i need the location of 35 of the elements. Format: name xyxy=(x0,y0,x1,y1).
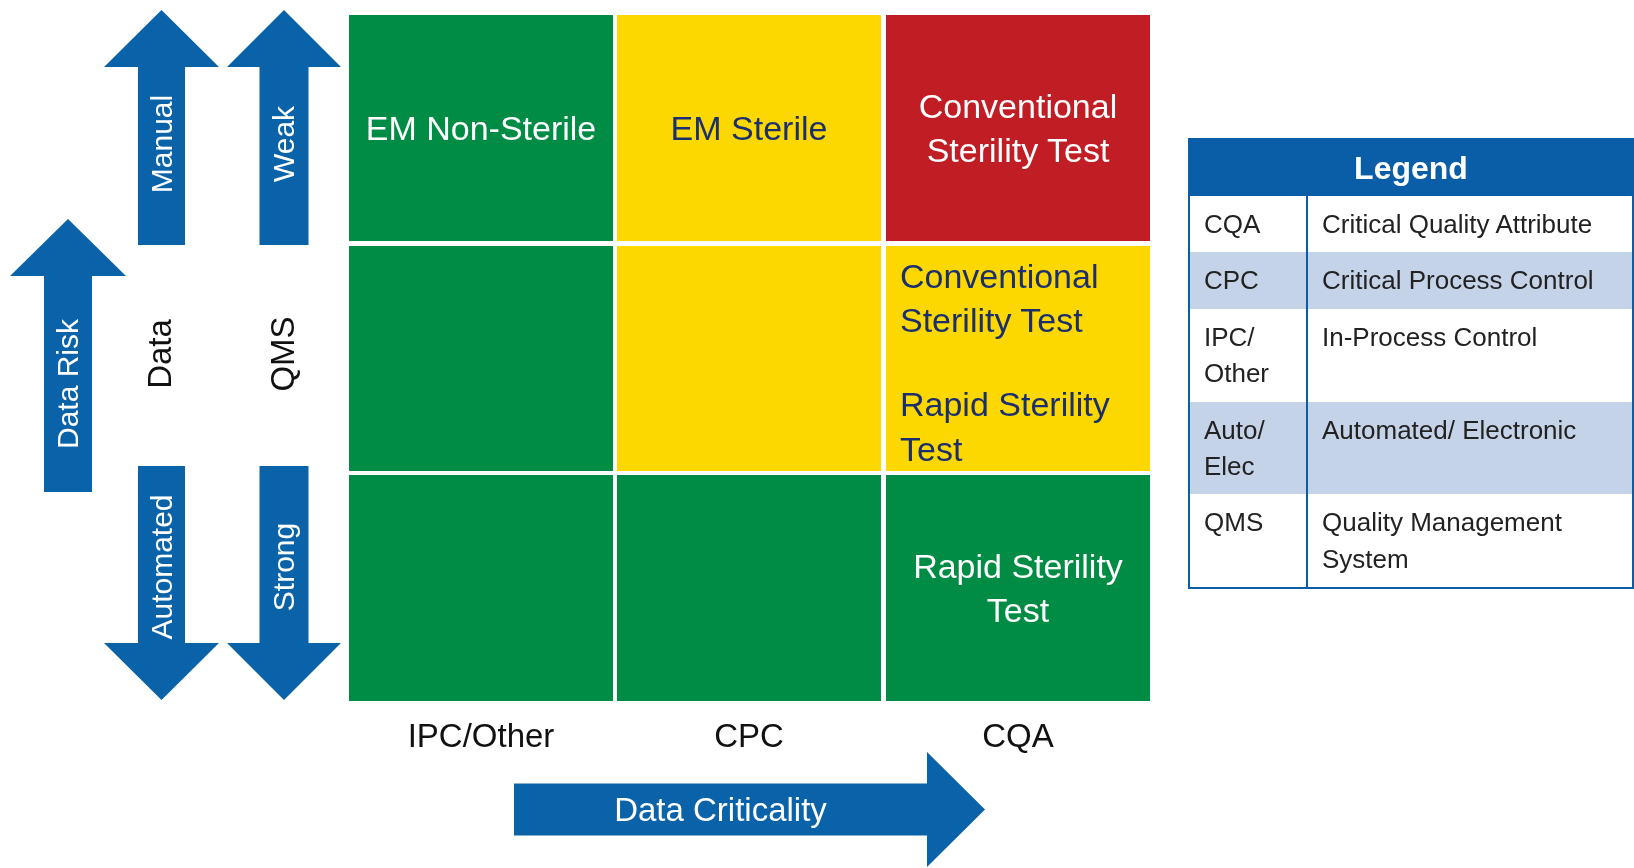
cell-text: Rapid Sterility Test xyxy=(912,545,1124,631)
matrix-cell xyxy=(349,15,613,241)
column-label: IPC/Other xyxy=(407,717,555,755)
cell-text: EM Sterile xyxy=(670,107,828,149)
abbreviation-cell: CPC xyxy=(1189,252,1307,309)
arrow-label: Weak xyxy=(267,105,301,183)
cell-text: Rapid Sterility Test xyxy=(900,384,1111,470)
axis-label: QMS xyxy=(264,316,302,392)
arrow-label: Automated xyxy=(144,493,179,640)
abbreviation-cell: Auto/ Elec xyxy=(1189,401,1307,495)
arrow-label: Data Criticality xyxy=(614,790,827,829)
cell-text: Conventional Sterility Test xyxy=(917,85,1119,171)
column-label: CQA xyxy=(982,717,1054,755)
axis-label: Data xyxy=(141,319,179,389)
arrow-label: Data Risk xyxy=(51,319,85,449)
table-cell: Automated/ Electronic xyxy=(1307,401,1633,495)
arrow-label: Strong xyxy=(267,522,301,611)
cell-text: Conventional Sterility Test xyxy=(900,256,1100,342)
abbreviation-cell: QMS xyxy=(1189,494,1307,589)
matrix-cell xyxy=(886,475,1150,701)
empty-matrix-cell xyxy=(617,475,881,701)
table-cell: Quality Management System xyxy=(1307,494,1633,589)
column-label: CPC xyxy=(714,717,784,755)
matrix-cell xyxy=(886,246,1150,471)
matrix-cell xyxy=(886,15,1150,241)
empty-matrix-cell xyxy=(349,246,613,471)
legend-title: Legend xyxy=(1189,139,1633,196)
empty-matrix-cell xyxy=(617,246,881,471)
empty-matrix-cell xyxy=(349,475,613,701)
arrow-label: Manual xyxy=(144,94,179,194)
matrix-cell xyxy=(617,15,881,241)
table-cell: In-Process Control xyxy=(1307,308,1633,402)
cell-text: EM Non-Sterile xyxy=(365,107,597,149)
table-cell: Critical Quality Attribute xyxy=(1307,196,1633,253)
table-cell: Critical Process Control xyxy=(1307,252,1633,309)
